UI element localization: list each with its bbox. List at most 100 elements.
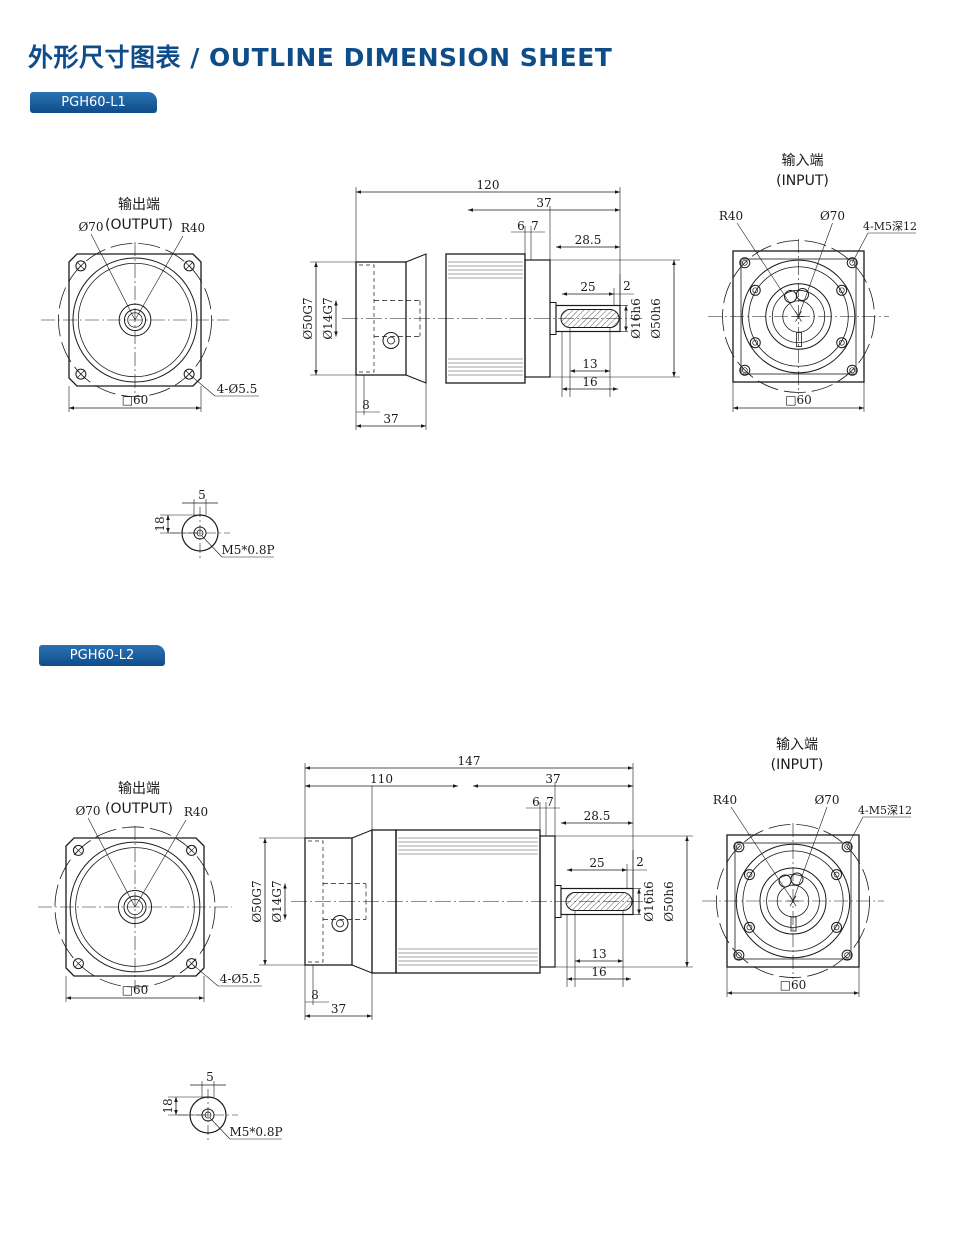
dimension-label: 37 [536,196,551,210]
dimension-label: 18 [153,516,167,531]
mounting-hole [75,260,87,272]
leader-line [209,1117,231,1140]
leader-line [736,222,799,317]
arrowhead [637,888,641,894]
arrowhead [356,190,361,194]
arrowhead [727,991,732,995]
threaded-hole [739,364,751,376]
arrowhead [305,766,310,770]
arrowhead [556,245,561,249]
arrowhead [334,300,338,306]
arrowhead [613,387,618,391]
flange-square [65,837,205,977]
motor-hole [836,284,848,296]
arrowhead [615,208,620,212]
mounting-hole [186,844,198,856]
leader-line [201,535,223,558]
dimension-label: Ø16h6 [642,881,656,921]
key-slot [790,916,797,932]
arrowhead [166,528,170,533]
dimension-label: Ø50G7 [250,880,264,922]
dimension-label: 5 [198,488,206,502]
arrowhead [672,260,676,265]
dimension-label: 2 [636,855,644,869]
set-screw [382,332,400,349]
dimension-label: 7 [531,219,539,233]
dimension-label: 6 [517,219,525,233]
leader-line [191,963,219,987]
dimension-label: 8 [311,988,319,1002]
dimension-label: Ø70 [78,220,103,234]
motor-hole-core [833,924,840,931]
dimension-label: 37 [331,1002,346,1016]
dimension-label: M5*0.8P [221,543,274,557]
leader-line [851,232,869,263]
leader-line [846,816,864,848]
arrowhead [685,836,689,841]
arrowhead [626,977,631,981]
arrowhead [305,1014,310,1018]
dimension-label: 37 [545,772,560,786]
dimension-label: R40 [184,805,208,819]
threaded-hole [733,841,745,853]
set-screw-core [387,336,395,345]
arrowhead [166,515,170,520]
caption-en: (INPUT) [771,757,824,773]
center-star [789,900,794,907]
motor-hole-core [746,924,753,931]
dimension-label: 13 [591,947,606,961]
dimension-label: Ø70 [75,804,100,818]
arrowhead [69,406,74,410]
arrowhead [174,1110,178,1115]
motor-hole-core [838,339,845,346]
dimension-label: □60 [122,983,149,997]
arrowhead [615,190,620,194]
dimension-label: 16 [582,375,597,389]
arrowhead [624,326,628,332]
arrowhead [570,369,575,373]
arrowhead [453,784,458,788]
hole-mark [76,261,86,271]
dimension-label: 7 [546,795,554,809]
arrowhead [283,883,287,889]
arrowhead [314,370,318,375]
arrowhead [263,960,267,965]
threaded-hole-core [844,844,850,850]
caption-en: (OUTPUT) [105,217,173,233]
motor-hole [749,337,761,349]
arrowhead [367,1014,372,1018]
motor-hole-core [752,287,759,294]
dimension-label: 16 [591,965,606,979]
arrowhead [196,406,201,410]
leader-line [798,222,833,317]
dimension-label: 37 [383,412,398,426]
dimension-label: R40 [713,793,737,807]
arrowhead [609,292,614,296]
arrowhead [314,262,318,267]
arrowhead [605,369,610,373]
dimension-label: 5 [206,1070,214,1084]
dimension-label: R40 [181,221,205,235]
hole-mark [76,369,86,379]
dimension-label: 2 [623,279,631,293]
arrowhead [622,868,627,872]
page-title: 外形尺寸图表 / OUTLINE DIMENSION SHEET [28,43,613,72]
dimension-label: 4-Ø5.5 [217,382,258,396]
threaded-hole-core [741,367,748,374]
caption-en: (INPUT) [776,173,829,189]
leader-line [792,806,828,902]
dimension-label: 110 [370,772,393,786]
motor-hole [831,869,843,881]
motor-hole [831,921,843,933]
dimension-label: 25 [589,856,604,870]
dimension-label: 120 [477,178,500,192]
dimension-label: Ø14G7 [321,297,335,339]
mounting-hole [75,368,87,380]
threaded-hole [846,257,858,269]
